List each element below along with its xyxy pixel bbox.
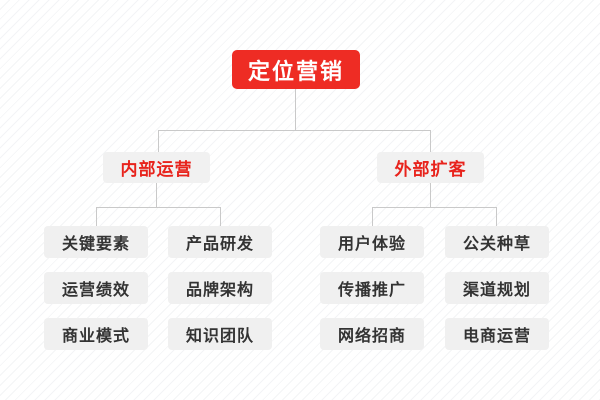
leaf-node[interactable]: 传播推广 (320, 272, 424, 304)
leaf-node[interactable]: 网络招商 (320, 318, 424, 350)
leaf-node[interactable]: 渠道规划 (445, 272, 549, 304)
connector-right-branch-crossbar (372, 207, 497, 208)
connector-left-branch-stem (156, 183, 157, 207)
connector-left-branch-to-col-a (96, 207, 97, 226)
connector-root-stem (295, 89, 296, 130)
leaf-node[interactable]: 品牌架构 (168, 272, 272, 304)
connector-right-branch-stem (430, 183, 431, 207)
leaf-node[interactable]: 知识团队 (168, 318, 272, 350)
branch-node-internal-operations[interactable]: 内部运营 (103, 152, 210, 183)
leaf-node[interactable]: 商业模式 (44, 318, 148, 350)
connector-root-crossbar (158, 130, 431, 131)
leaf-node[interactable]: 运营绩效 (44, 272, 148, 304)
leaf-node[interactable]: 关键要素 (44, 226, 148, 258)
leaf-node[interactable]: 公关种草 (445, 226, 549, 258)
connector-left-branch-crossbar (96, 207, 221, 208)
connector-root-to-right-branch (430, 130, 431, 152)
connector-right-branch-to-col-c (372, 207, 373, 226)
connector-left-branch-to-col-b (220, 207, 221, 226)
leaf-node[interactable]: 用户体验 (320, 226, 424, 258)
root-node[interactable]: 定位营销 (232, 50, 360, 89)
connector-root-to-left-branch (158, 130, 159, 152)
leaf-node[interactable]: 电商运营 (445, 318, 549, 350)
branch-node-external-acquisition[interactable]: 外部扩客 (377, 152, 484, 183)
connector-right-branch-to-col-d (496, 207, 497, 226)
leaf-node[interactable]: 产品研发 (168, 226, 272, 258)
